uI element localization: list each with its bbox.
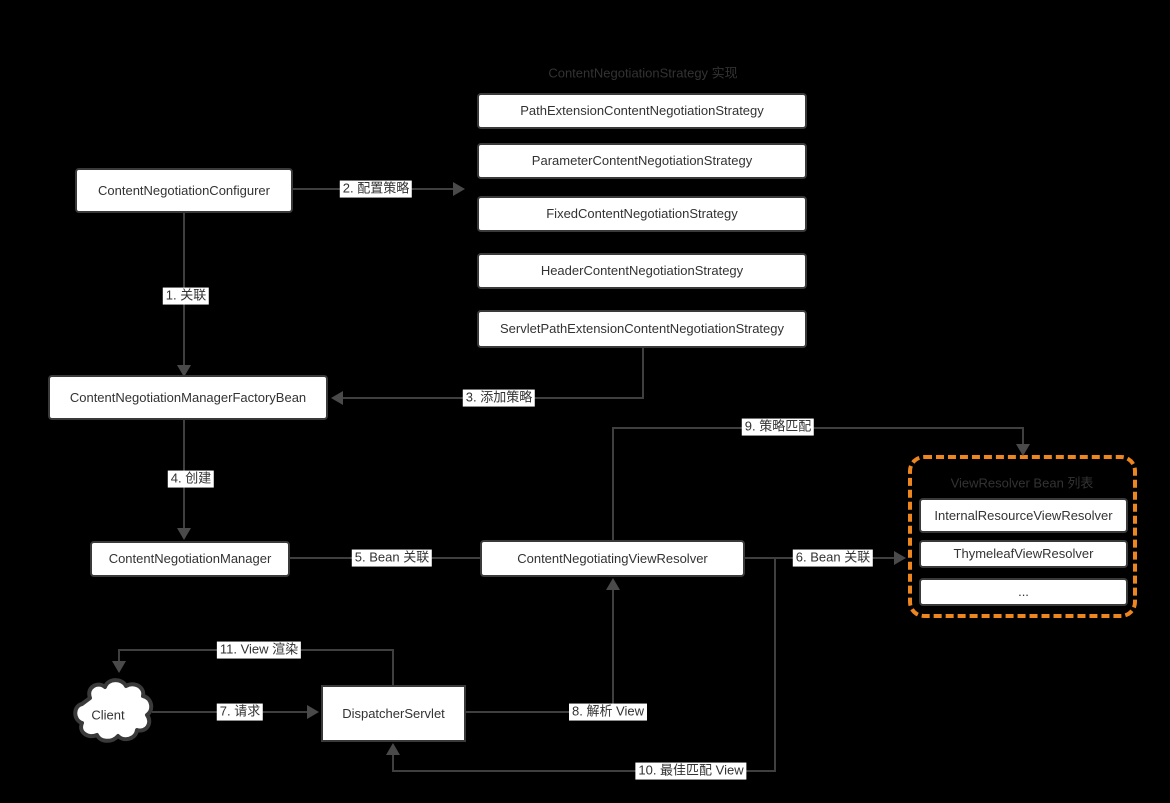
edge-label-4: 4. 创建 bbox=[167, 470, 215, 488]
edge-label-7: 7. 请求 bbox=[216, 703, 264, 721]
client-label: Client bbox=[91, 707, 125, 723]
arrowhead-up-10 bbox=[386, 743, 400, 755]
arrowhead-right-7 bbox=[307, 705, 319, 719]
node-content-negotiating-view-resolver: ContentNegotiatingViewResolver bbox=[480, 540, 745, 577]
edge-label-8: 8. 解析 View bbox=[568, 703, 648, 721]
node-thymeleaf-view-resolver: ThymeleafViewResolver bbox=[919, 540, 1128, 568]
node-header-strategy: HeaderContentNegotiationStrategy bbox=[477, 253, 807, 289]
arrowhead-down-9 bbox=[1016, 444, 1030, 456]
edge-label-1: 1. 关联 bbox=[162, 287, 210, 305]
edge-label-3: 3. 添加策略 bbox=[462, 389, 536, 407]
edge-line-3v bbox=[642, 348, 644, 398]
client-cloud-icon bbox=[60, 672, 160, 754]
node-content-negotiation-manager: ContentNegotiationManager bbox=[90, 541, 290, 577]
node-content-negotiation-configurer: ContentNegotiationConfigurer bbox=[75, 168, 293, 213]
edge-label-11: 11. View 渲染 bbox=[216, 641, 302, 659]
edge-line-9v2 bbox=[1022, 427, 1024, 446]
node-path-extension-strategy: PathExtensionContentNegotiationStrategy bbox=[477, 93, 807, 129]
arrowhead-down-11 bbox=[112, 661, 126, 673]
arrowhead-right-2 bbox=[453, 182, 465, 196]
node-dispatcher-servlet: DispatcherServlet bbox=[321, 685, 466, 742]
arrowhead-left-3 bbox=[331, 391, 343, 405]
view-resolver-group-title: ViewResolver Bean 列表 bbox=[950, 475, 1094, 491]
edge-line-11v1 bbox=[392, 650, 394, 685]
node-internal-resource-view-resolver: InternalResourceViewResolver bbox=[919, 498, 1128, 533]
edge-line-10v2 bbox=[392, 753, 394, 772]
edge-line-9h bbox=[612, 427, 1024, 429]
edge-line-10v1 bbox=[774, 559, 776, 772]
edge-label-6: 6. Bean 关联 bbox=[792, 549, 874, 567]
edge-line-10h bbox=[392, 770, 776, 772]
edge-line-11v2 bbox=[118, 650, 120, 663]
edge-label-2: 2. 配置策略 bbox=[339, 180, 413, 198]
node-servlet-path-extension-strategy: ServletPathExtensionContentNegotiationSt… bbox=[477, 310, 807, 348]
node-content-negotiation-manager-factory-bean: ContentNegotiationManagerFactoryBean bbox=[48, 375, 328, 420]
node-parameter-strategy: ParameterContentNegotiationStrategy bbox=[477, 143, 807, 179]
view-resolver-bean-group bbox=[908, 455, 1137, 618]
edge-label-5: 5. Bean 关联 bbox=[351, 549, 433, 567]
node-fixed-strategy: FixedContentNegotiationStrategy bbox=[477, 196, 807, 232]
arrowhead-right-6 bbox=[894, 551, 906, 565]
edge-line-9v1 bbox=[612, 428, 614, 540]
strategy-group-title: ContentNegotiationStrategy 实现 bbox=[548, 65, 738, 81]
arrowhead-down-4 bbox=[177, 528, 191, 540]
edge-line-8h bbox=[466, 711, 614, 713]
arrowhead-up-8 bbox=[606, 578, 620, 590]
edge-label-9: 9. 策略匹配 bbox=[741, 418, 815, 436]
node-view-resolver-ellipsis: ... bbox=[919, 578, 1128, 606]
arrowhead-down-1 bbox=[177, 365, 191, 377]
edge-line-8v bbox=[612, 588, 614, 713]
edge-label-10: 10. 最佳匹配 View bbox=[635, 762, 747, 780]
